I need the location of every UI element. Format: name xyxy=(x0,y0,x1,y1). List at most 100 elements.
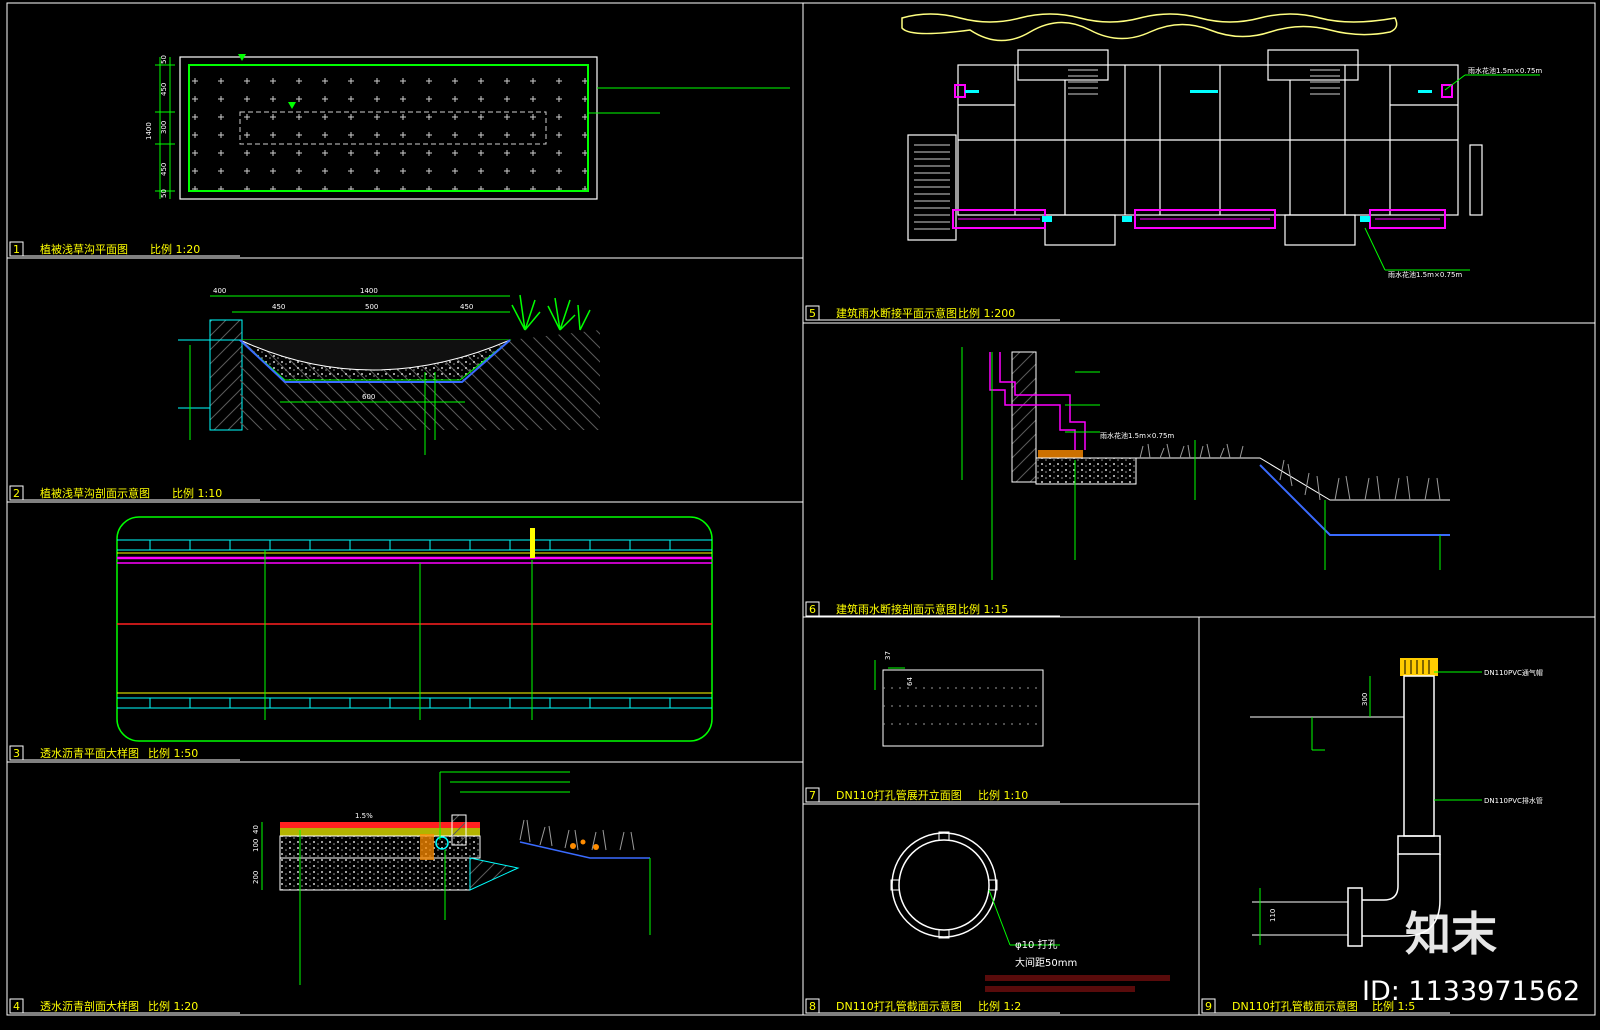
dim-a: 37 xyxy=(884,651,892,660)
perforation-holes xyxy=(890,831,998,939)
splash-block xyxy=(1038,450,1083,458)
elevation-marker xyxy=(288,102,296,109)
panel-title-blocks: 1 植被浅草沟平面图 比例 1:20 2 植被浅草沟剖面示意图 比例 1:10 … xyxy=(9,241,1450,1014)
panel-title: 透水沥青平面大样图 xyxy=(40,746,139,760)
panel-scale: 比例 1:20 xyxy=(148,999,198,1013)
water-feature-outline xyxy=(901,13,1398,42)
panel-8-title: 8 DN110打孔管截面示意图 比例 1:2 xyxy=(805,998,1060,1014)
panel-scale: 比例 1:200 xyxy=(958,306,1015,320)
flower-symbols xyxy=(570,839,599,850)
leader-lines xyxy=(961,347,1441,580)
hole-label: φ10 打孔 xyxy=(1015,938,1058,951)
watermark-id: ID: 1133971562 xyxy=(1362,976,1580,1007)
panel-number: 4 xyxy=(13,1000,20,1013)
drain-marker xyxy=(530,528,535,558)
dim-c: 200 xyxy=(252,871,260,884)
gravel-base xyxy=(1035,457,1137,485)
road-outline xyxy=(116,516,713,742)
panel-scale: 比例 1:5 xyxy=(1372,999,1415,1013)
watermark-logo: 知末 xyxy=(1405,907,1497,961)
plant-symbols xyxy=(511,294,591,331)
base-course xyxy=(279,835,481,859)
swale-bottom-outline xyxy=(239,111,547,145)
pipe-outer-wall xyxy=(891,832,997,938)
swale-outline xyxy=(179,56,598,200)
swale-profile xyxy=(239,339,511,371)
dim-bottom: 600 xyxy=(362,393,375,401)
dim-c: 450 xyxy=(160,163,168,176)
dim-b: 64 xyxy=(906,677,914,686)
panel-title: 建筑雨水断接平面示意图 xyxy=(836,306,957,320)
dim-c: 450 xyxy=(460,303,473,311)
panel-title: 透水沥青剖面大样图 xyxy=(40,999,139,1013)
panel-title: 建筑雨水断接剖面示意图 xyxy=(836,602,957,616)
curb xyxy=(420,834,434,860)
vent-cap-label: DN110PVC通气帽 xyxy=(1484,668,1543,677)
panel-number: 9 xyxy=(1205,1000,1212,1013)
leader-lines xyxy=(299,771,651,985)
dn110-pipe xyxy=(435,836,449,850)
panel-9-title: 9 DN110打孔管截面示意图 比例 1:5 xyxy=(1201,998,1450,1014)
swale-planting-area xyxy=(188,64,589,192)
dim-a: 40 xyxy=(252,825,260,834)
asphalt-surface xyxy=(280,822,480,828)
rain-garden-label: 雨水花池1.5m×0.75m xyxy=(1468,66,1542,75)
dim-b: 500 xyxy=(365,303,378,311)
panel-4-asphalt-section: 40 100 200 1.5% xyxy=(252,771,651,985)
dim-b: 110 xyxy=(1269,909,1277,922)
panel-9-vertical-pipe: 300 110 DN110PVC通气帽 DN110PVC排水管 xyxy=(1250,658,1543,947)
panel-2-title: 2 植被浅草沟剖面示意图 比例 1:10 xyxy=(9,485,260,501)
panel-scale: 比例 1:2 xyxy=(978,999,1021,1013)
panel-1-title: 1 植被浅草沟平面图 比例 1:20 xyxy=(9,241,240,257)
panel-title: DN110打孔管截面示意图 xyxy=(1232,999,1358,1013)
panel-5-building-plan: 雨水花池1.5m×0.75m 雨水花池1.5m×0.75m xyxy=(901,13,1542,279)
dim-left: 400 xyxy=(213,287,226,295)
spacing-label: 大间距50mm xyxy=(1015,956,1077,969)
panel-number: 6 xyxy=(809,603,816,616)
panel-2-swale-section: 400 1400 450 500 450 600 xyxy=(178,287,600,455)
dim-total: 1400 xyxy=(145,122,153,140)
panel-7-pipe-elevation: 37 64 xyxy=(874,651,1044,747)
liner-line xyxy=(1259,464,1450,536)
pipe-inner-wall xyxy=(898,839,990,931)
panel-4-title: 4 透水沥青剖面大样图 比例 1:20 xyxy=(9,998,240,1014)
rain-garden-boxes xyxy=(952,84,1453,229)
elbow-fitting xyxy=(1362,854,1441,937)
dim-a: 300 xyxy=(1361,693,1369,706)
grass-symbols xyxy=(1139,443,1441,501)
panel-scale: 比例 1:10 xyxy=(172,486,222,500)
panel-title: 植被浅草沟剖面示意图 xyxy=(40,486,150,500)
perforation-rows xyxy=(883,687,1043,725)
panel-number: 5 xyxy=(809,307,816,320)
geotextile-line xyxy=(239,339,511,383)
elevation-marker xyxy=(238,54,246,61)
pipe-coupling xyxy=(1397,835,1441,855)
panel-number: 8 xyxy=(809,1000,816,1013)
panel-scale: 比例 1:10 xyxy=(978,788,1028,802)
curb-section xyxy=(209,319,243,431)
rain-garden-label: 雨水花池1.5m×0.75m xyxy=(1100,431,1174,440)
dim-e: 50 xyxy=(160,189,168,198)
panel-number: 3 xyxy=(13,747,20,760)
panel-1-swale-plan: 1400 450 300 450 50 50 xyxy=(145,54,790,200)
panel-scale: 比例 1:50 xyxy=(148,746,198,760)
pipe-label: DN110PVC排水管 xyxy=(1484,796,1543,805)
dim-b: 100 xyxy=(252,839,260,852)
panel-6-title: 6 建筑雨水断接剖面示意图 比例 1:15 xyxy=(805,601,1060,617)
panel-title: DN110打孔管截面示意图 xyxy=(836,999,962,1013)
panel-7-title: 7 DN110打孔管展开立面图 比例 1:10 xyxy=(805,787,1060,803)
riser-pipe xyxy=(1403,675,1435,837)
subbase-course xyxy=(279,857,471,891)
pipe-outline xyxy=(882,669,1044,747)
dim-slope: 1.5% xyxy=(355,812,373,820)
panel-scale: 比例 1:15 xyxy=(958,602,1008,616)
downspout-markers xyxy=(965,90,1432,222)
panel-number: 7 xyxy=(809,789,816,802)
rain-garden-label: 雨水花池1.5m×0.75m xyxy=(1388,270,1462,279)
panel-frames xyxy=(6,2,1596,1016)
panel-title: DN110打孔管展开立面图 xyxy=(836,788,962,802)
floor-plan-walls xyxy=(907,49,1483,246)
dim-d: 50 xyxy=(160,55,168,64)
panel-number: 1 xyxy=(13,243,20,256)
